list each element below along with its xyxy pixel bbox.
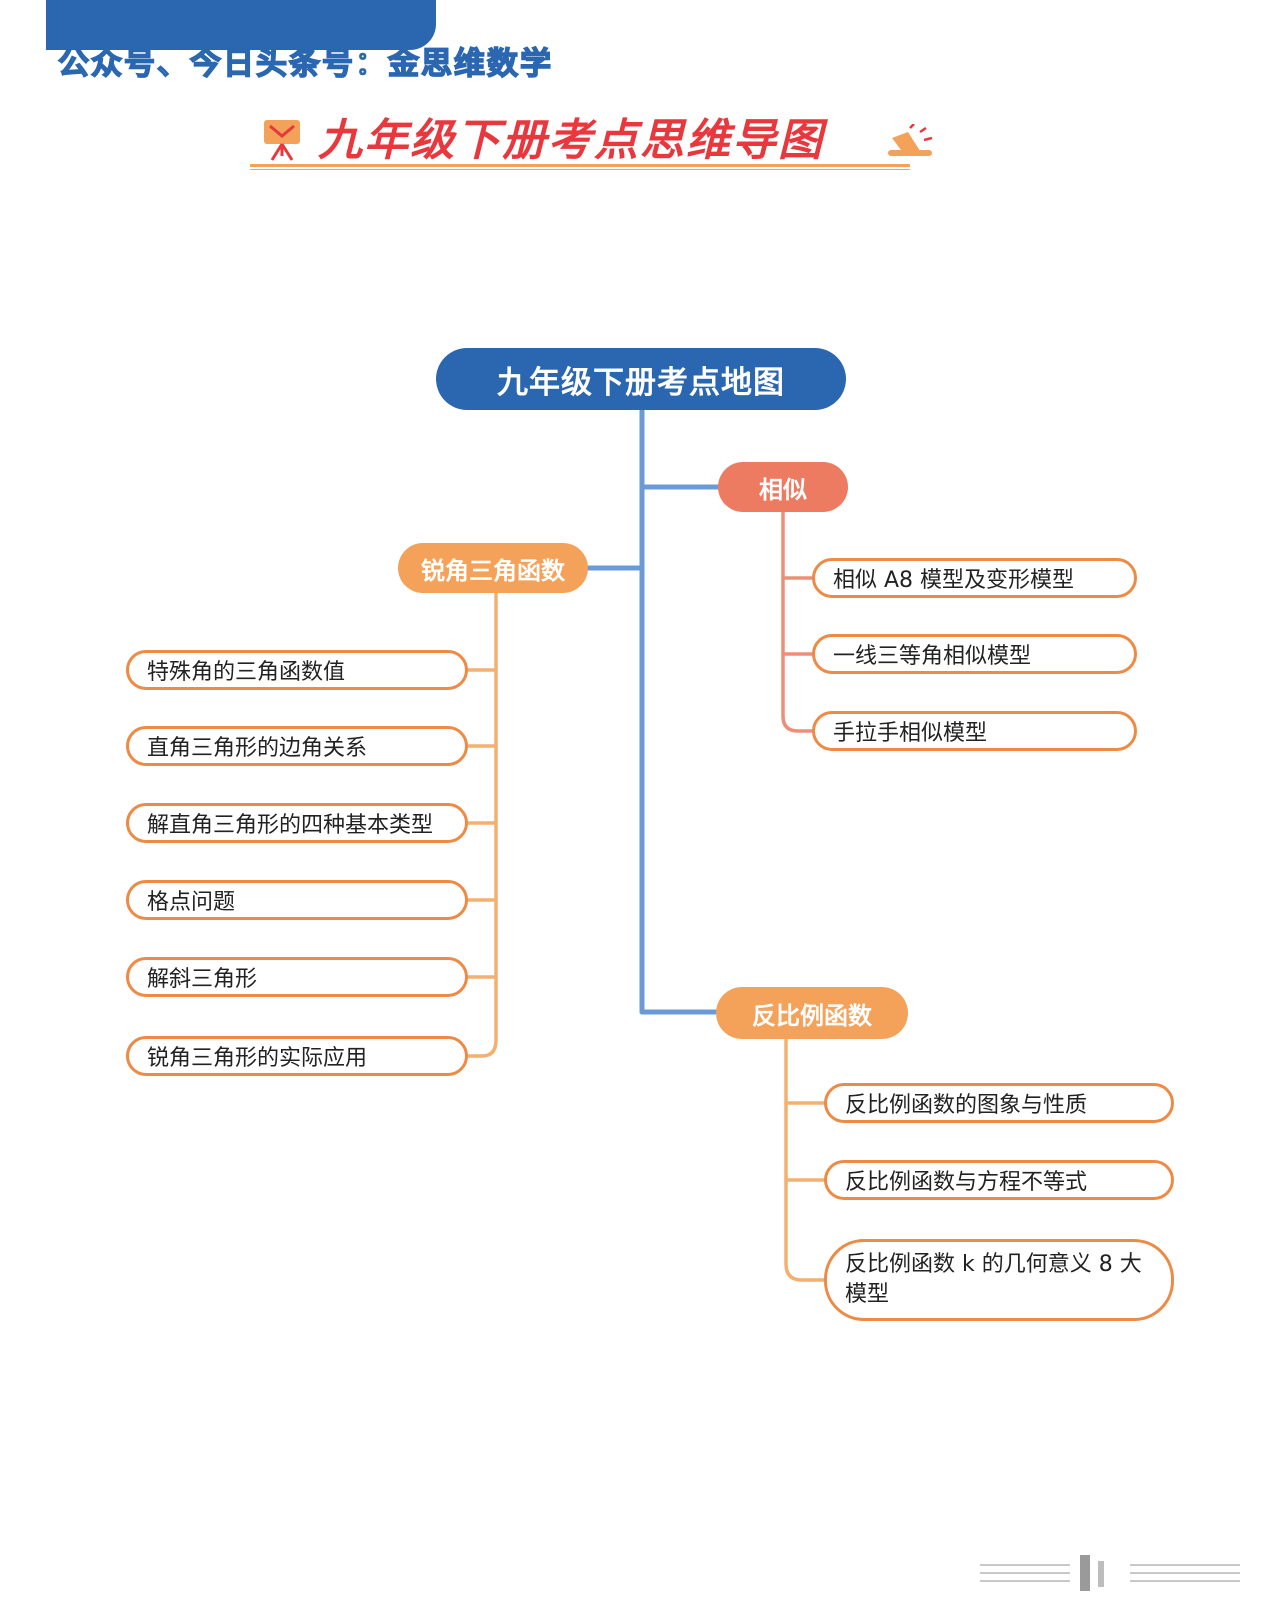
page-title: 九年级下册考点思维导图	[318, 115, 824, 166]
corner-decoration	[980, 1555, 1240, 1591]
leaf-similar-a8-model: 相似 A8 模型及变形模型	[812, 558, 1137, 598]
leaf-similar-hand-in-hand: 手拉手相似模型	[812, 711, 1137, 751]
leaf-inverse-graph-properties: 反比例函数的图象与性质	[824, 1083, 1174, 1123]
leaf-grid-problems: 格点问题	[126, 880, 468, 920]
leaf-acute-triangle-application: 锐角三角形的实际应用	[126, 1036, 468, 1076]
leaf-similar-three-equal-angles: 一线三等角相似模型	[812, 634, 1137, 674]
leaf-inverse-k-geometric-meaning: 反比例函数 k 的几何意义 8 大模型	[824, 1239, 1174, 1321]
watermark-text: 公众号、今日头条号：金思维数学	[57, 45, 553, 83]
branch-acute-trig: 锐角三角函数	[398, 543, 588, 593]
title-underline-thin	[250, 169, 910, 170]
branch-inverse-proportion: 反比例函数	[716, 987, 908, 1039]
header-banner	[46, 0, 436, 50]
leaf-oblique-triangle: 解斜三角形	[126, 957, 468, 997]
leaf-right-triangle-relations: 直角三角形的边角关系	[126, 726, 468, 766]
megaphone-icon	[888, 124, 933, 156]
title-underline	[250, 100, 910, 167]
leaf-special-angle-values: 特殊角的三角函数值	[126, 650, 468, 690]
leaf-solve-right-triangle: 解直角三角形的四种基本类型	[126, 803, 468, 843]
leaf-inverse-equations-inequalities: 反比例函数与方程不等式	[824, 1160, 1174, 1200]
mindmap-root-node: 九年级下册考点地图	[436, 348, 846, 410]
branch-similar: 相似	[718, 462, 848, 512]
presentation-board-icon	[264, 120, 300, 161]
